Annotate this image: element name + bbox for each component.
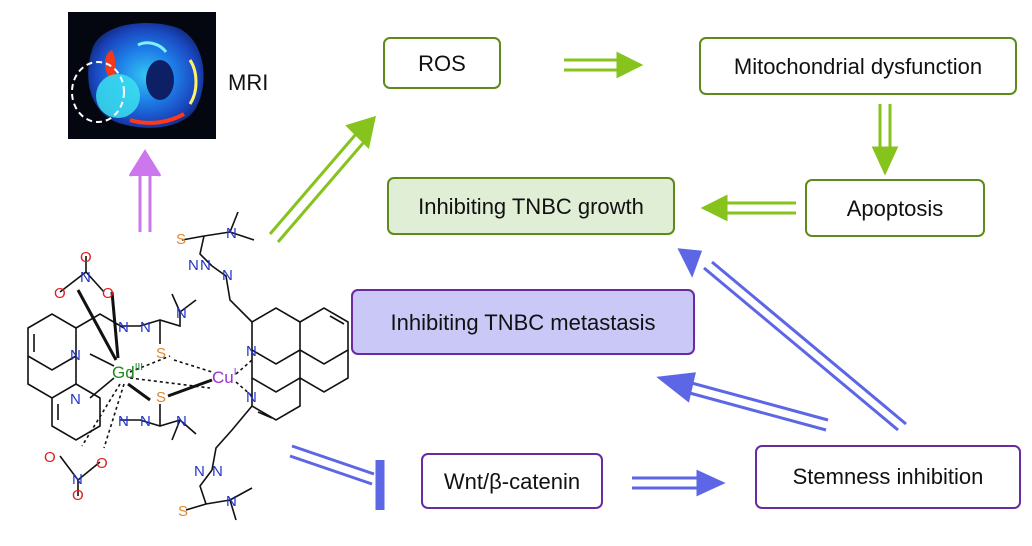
green-arrows	[268, 51, 899, 243]
svg-text:N: N	[226, 225, 237, 242]
mri-image	[68, 12, 216, 139]
svg-text:N: N	[80, 269, 91, 286]
svg-text:N: N	[246, 343, 257, 360]
blue-arrows	[289, 248, 907, 510]
svg-text:N: N	[200, 257, 211, 274]
svg-text:O: O	[44, 449, 56, 466]
svg-text:S: S	[178, 503, 188, 520]
svg-text:N: N	[176, 305, 187, 322]
mri-arrow	[128, 149, 162, 232]
svg-text:S: S	[156, 345, 166, 362]
svg-text:N: N	[140, 319, 151, 336]
svg-text:Mitochondrial dysfunction: Mitochondrial dysfunction	[734, 54, 982, 79]
mri-label: MRI	[228, 70, 268, 95]
growth-node: Inhibiting TNBC growth	[387, 177, 675, 235]
svg-text:Stemness inhibition: Stemness inhibition	[793, 464, 984, 489]
svg-text:S: S	[156, 389, 166, 406]
svg-text:N: N	[212, 463, 223, 480]
svg-text:N: N	[194, 463, 205, 480]
svg-text:O: O	[102, 285, 114, 302]
svg-text:O: O	[96, 455, 108, 472]
wnt-node: Wnt/β-catenin	[421, 453, 603, 509]
svg-text:N: N	[72, 471, 83, 488]
svg-text:N: N	[118, 413, 129, 430]
stemness-node: Stemness inhibition	[755, 445, 1021, 509]
svg-text:ROS: ROS	[418, 51, 466, 76]
svg-text:N: N	[176, 413, 187, 430]
apoptosis-node: Apoptosis	[805, 179, 985, 237]
svg-text:O: O	[80, 249, 92, 266]
svg-text:Inhibiting TNBC growth: Inhibiting TNBC growth	[418, 194, 644, 219]
svg-text:N: N	[118, 319, 129, 336]
svg-text:N: N	[226, 493, 237, 510]
svg-text:S: S	[176, 231, 186, 248]
ros-node: ROS	[383, 37, 501, 89]
svg-text:N: N	[70, 347, 81, 364]
svg-text:Inhibiting TNBC metastasis: Inhibiting TNBC metastasis	[391, 310, 656, 335]
svg-text:Apoptosis: Apoptosis	[847, 196, 944, 221]
mito-node: Mitochondrial dysfunction	[699, 37, 1017, 95]
svg-text:N: N	[246, 389, 257, 406]
svg-text:Wnt/β-catenin: Wnt/β-catenin	[444, 469, 580, 494]
cu-atom: CuI	[212, 367, 237, 387]
svg-text:N: N	[70, 391, 81, 408]
svg-text:O: O	[54, 285, 66, 302]
svg-text:N: N	[222, 267, 233, 284]
metastasis-node: Inhibiting TNBC metastasis	[351, 289, 695, 355]
atom-labels: GdIII CuI O O O N O O O N N N N N N N N …	[44, 225, 257, 520]
svg-text:O: O	[72, 487, 84, 504]
svg-text:N: N	[188, 257, 199, 274]
svg-text:N: N	[140, 413, 151, 430]
complex-structure	[27, 211, 349, 521]
gd-atom: GdIII	[112, 362, 143, 382]
